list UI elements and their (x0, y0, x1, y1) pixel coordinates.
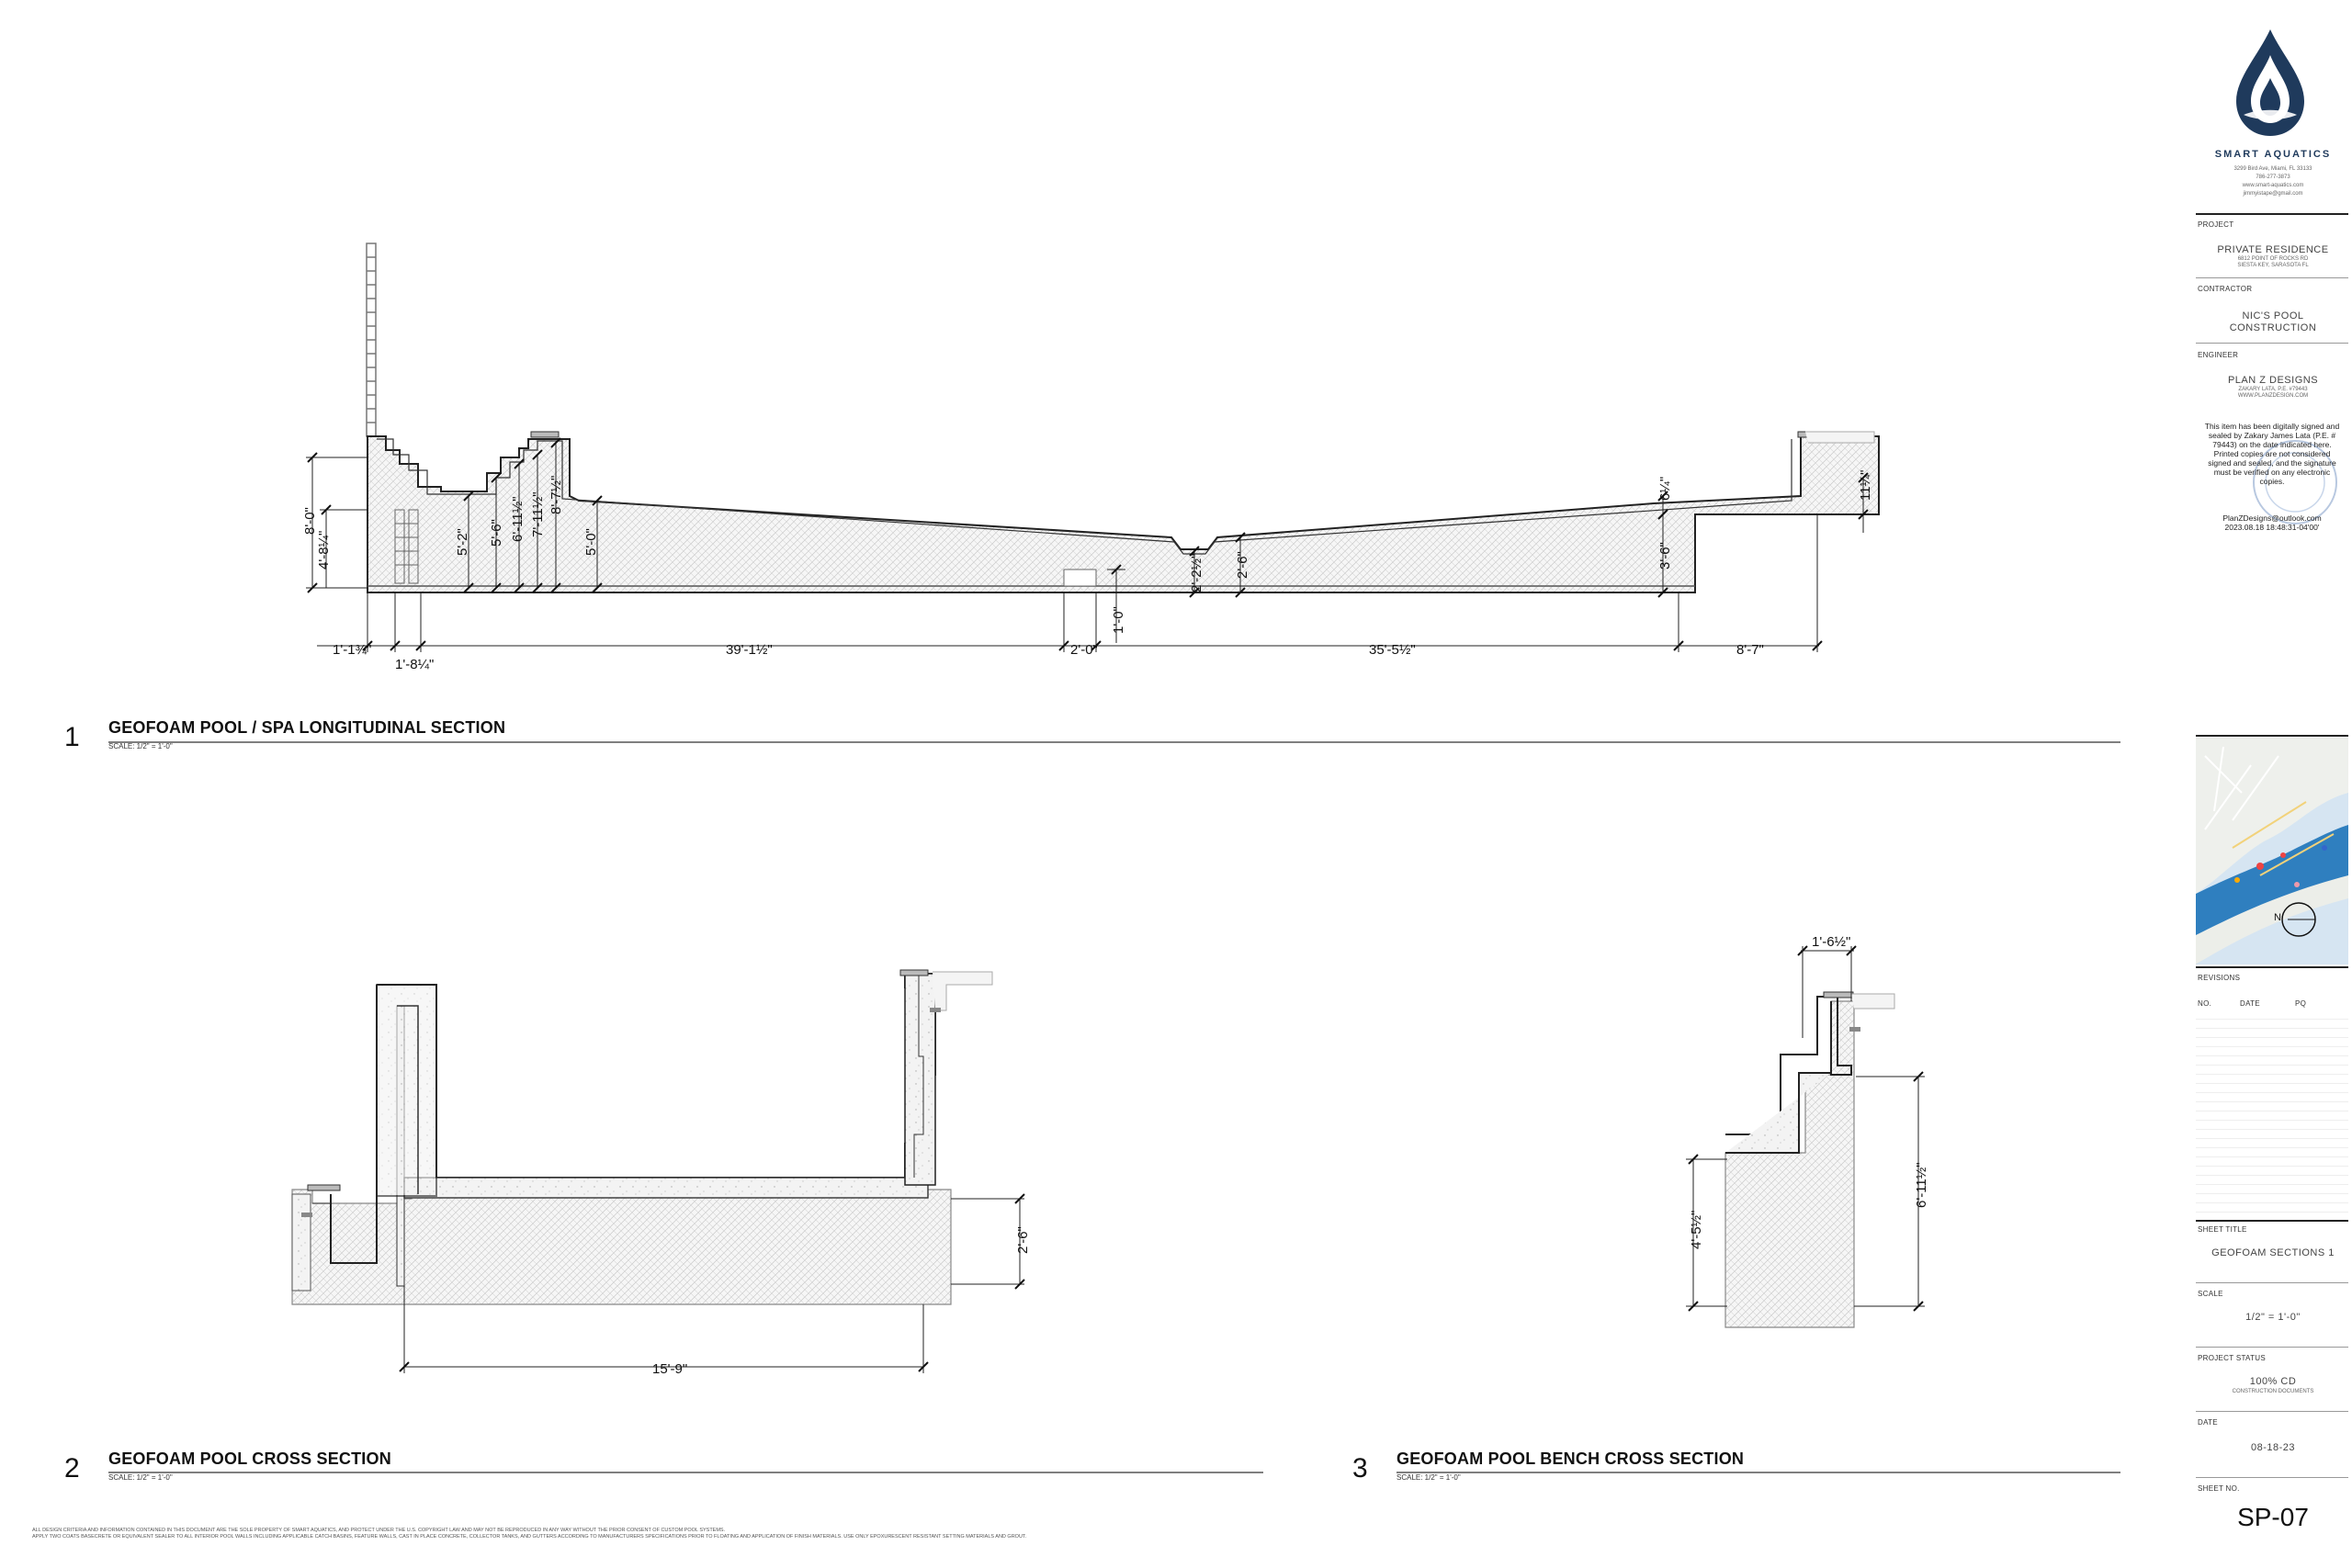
section-3-title: GEOFOAM POOL BENCH CROSS SECTION (1396, 1450, 1745, 1468)
section-1-dimension-ticks (307, 437, 1869, 651)
section-3-scale: SCALE: 1/2" = 1'-0" (1396, 1473, 1461, 1482)
status-value: 100% CD (2249, 1376, 2297, 1387)
digital-seal: This item has been digitally signed and … (2203, 418, 2341, 533)
engineer-sub-2: WWW.PLANZDESIGN.COM (2237, 393, 2309, 399)
engineer-name: PLAN Z DESIGNS (2227, 375, 2319, 386)
dim-8-7: 8'-7½" (548, 476, 564, 514)
section-3-drawing: 1'-6½" 6'-11½" 4'-5½" (1686, 934, 1929, 1328)
dim-8-0: 8'-0" (302, 507, 318, 535)
contractor-line-2: CONSTRUCTION (2229, 322, 2317, 333)
sheet-title-label: SHEET TITLE (2198, 1225, 2247, 1234)
seal-email: PlanZDesigns@outlook.com (2222, 513, 2322, 523)
revisions-col-date: DATE (2240, 999, 2260, 1008)
seal-emblem (2253, 440, 2337, 525)
sheet-no-label: SHEET NO. (2198, 1484, 2240, 1493)
dim-7-11: 7'-11½" (530, 491, 546, 537)
pool-shell-cross (377, 973, 936, 1179)
dim-4-8: 4'-8¼" (316, 531, 332, 570)
dim-3-6: 3'-6" (1657, 542, 1673, 570)
status-sub: CONSTRUCTION DOCUMENTS (2232, 1389, 2314, 1394)
section-2-number: 2 (64, 1453, 80, 1483)
engineer-sub-1: ZAKARY LATA, P.E. #79443 (2238, 387, 2308, 392)
water-drop-logo (2236, 29, 2304, 136)
section-3-number: 3 (1352, 1453, 1368, 1483)
section-1-number: 1 (64, 722, 80, 752)
footer-note-2: APPLY TWO COATS BASECRETE OR EQUIVALENT … (32, 1534, 1027, 1540)
dim-s3-4-5: 4'-5½" (1689, 1211, 1704, 1249)
date-value: 08-18-23 (2250, 1442, 2296, 1453)
project-name: PRIVATE RESIDENCE (2217, 244, 2329, 255)
section-2-title: GEOFOAM POOL CROSS SECTION (108, 1450, 391, 1468)
section-2-drawing: 2'-6" 15'-9" (291, 969, 1031, 1377)
coping-spa (530, 431, 560, 438)
dim-11: 11¼" (1858, 470, 1873, 501)
contractor-label: CONTRACTOR (2198, 285, 2253, 293)
company-phone: 786-277-3873 (2256, 175, 2290, 180)
footer-note-1: ALL DESIGN CRITERIA AND INFORMATION CONT… (32, 1528, 726, 1533)
dim-2-2: 2'-2½" (1189, 554, 1204, 592)
revisions-col-pq: PQ (2295, 999, 2307, 1008)
dim-2-0: 2'-0" (1070, 642, 1098, 658)
scale-label: SCALE (2198, 1290, 2223, 1298)
deck-right (1805, 431, 1875, 444)
dim-6-quarter: 6¼" (1657, 477, 1673, 501)
dim-1-0: 1'-0" (1111, 606, 1126, 634)
geofoam-fill-cross (291, 1189, 952, 1305)
dim-2-6: 2'-6" (1235, 551, 1250, 579)
seal-text: This item has been digitally signed and … (2204, 422, 2340, 486)
spa-step-grid (394, 509, 419, 584)
date-label: DATE (2198, 1418, 2218, 1427)
revisions-col-no: NO. (2198, 999, 2212, 1008)
dim-35-5: 35'-5½" (1369, 642, 1416, 658)
dim-1-1: 1'-1¾" (333, 642, 371, 658)
dim-5-2: 5'-2" (455, 528, 470, 556)
company-address: 3299 Bird Ave, Miami, FL 33133 (2233, 166, 2312, 172)
revisions-table-rows (2196, 1010, 2348, 1213)
rail-post (366, 243, 377, 437)
contractor-line-1: NIC'S POOL (2242, 310, 2304, 321)
dim-s2-2-6: 2'-6" (1015, 1226, 1031, 1254)
section-1-scale: SCALE: 1/2" = 1'-0" (108, 742, 173, 750)
status-label: PROJECT STATUS (2198, 1354, 2266, 1362)
company-website: www.smart-aquatics.com (2242, 183, 2304, 188)
revisions-label: REVISIONS (2198, 974, 2241, 982)
title-block: SMART AQUATICS 3299 Bird Ave, Miami, FL … (2194, 0, 2352, 1568)
sheet-number: SP-07 (2237, 1503, 2309, 1531)
dim-5-6: 5'-6" (489, 519, 504, 547)
map-north-label: N (2274, 912, 2281, 923)
map-graphic (2196, 738, 2348, 964)
dim-s3-1-6: 1'-6½" (1812, 934, 1850, 950)
main-drain-box (1063, 569, 1097, 587)
seal-datetime: 2023.08.18 18:48:31-04'00' (2224, 523, 2320, 532)
company-name: SMART AQUATICS (2214, 149, 2332, 160)
drawing-canvas: 8'-0" 4'-8¼" 5'-2" 5'-6" 6'-11½" 7'-11½"… (108, 243, 2120, 1473)
project-label: PROJECT (2198, 220, 2234, 229)
geofoam-fill-bench (1724, 1000, 1855, 1328)
section-1-title: GEOFOAM POOL / SPA LONGITUDINAL SECTION (108, 718, 506, 737)
dim-8-7-right: 8'-7" (1736, 642, 1764, 658)
project-address-2: SIESTA KEY, SARASOTA FL (2237, 263, 2309, 268)
dim-s2-15-9: 15'-9" (652, 1361, 687, 1377)
company-email: jimmyistape@gmail.com (2243, 191, 2303, 197)
dim-39-1: 39'-1½" (726, 642, 773, 658)
sheet-title: GEOFOAM SECTIONS 1 (2211, 1247, 2335, 1258)
section-1-dimension-lines (306, 443, 1864, 652)
location-map: N (2196, 738, 2348, 964)
dim-5-0: 5'-0" (583, 528, 599, 556)
dim-6-11: 6'-11½" (510, 496, 526, 542)
engineer-label: ENGINEER (2198, 351, 2239, 359)
dim-1-8: 1'-8¼" (395, 657, 434, 672)
section-1-drawing: 8'-0" 4'-8¼" 5'-2" 5'-6" 6'-11½" 7'-11½"… (302, 243, 1880, 672)
section-2-scale: SCALE: 1/2" = 1'-0" (108, 1473, 173, 1482)
dim-s3-6-11: 6'-11½" (1914, 1162, 1929, 1208)
scale-value: 1/2" = 1'-0" (2245, 1312, 2301, 1323)
project-address-1: 6812 POINT OF ROCKS RD (2237, 256, 2309, 262)
